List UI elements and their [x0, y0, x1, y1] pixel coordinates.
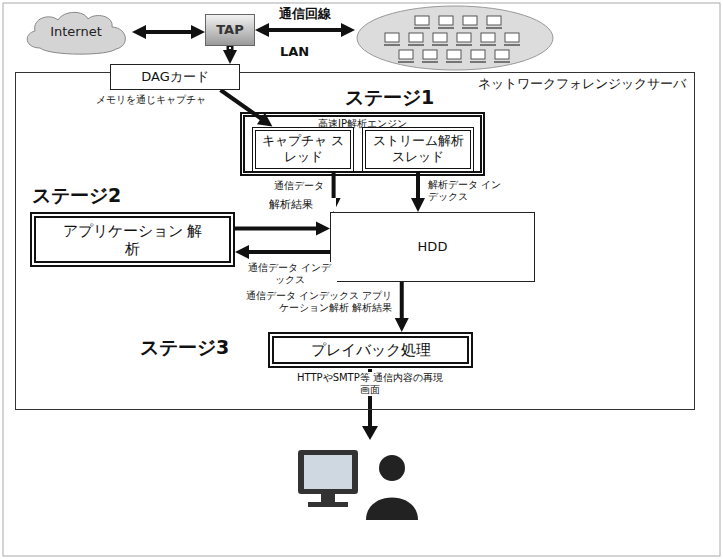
node-text: TAP: [216, 22, 243, 38]
arrow-head: [395, 318, 409, 332]
stage-label: ステージ2: [32, 184, 142, 207]
flow-arrow: [235, 222, 330, 236]
tap-device: TAP: [205, 14, 255, 46]
thread-box: ストリーム解析 スレッド: [362, 127, 474, 172]
node-text: ネットワークフォレンジックサーバ: [478, 76, 686, 92]
pc-keyboard: [504, 44, 520, 46]
cloud-outline: [27, 12, 125, 54]
user-icon: [298, 450, 418, 520]
pc-monitor: [457, 33, 471, 42]
thread-box: キャプチャ スレッド: [252, 127, 354, 172]
flow-arrow: [223, 46, 237, 64]
node-text: アプリケーション 解析: [63, 222, 203, 258]
pc-monitor: [433, 33, 447, 42]
card-box: DAGカード: [110, 64, 240, 90]
server-box: ネットワークフォレンジックサーバ DAGカード高速IP解析エンジンキャプチャ スレ…: [15, 72, 695, 410]
output-label: HTTPやSMTP等 通信内容の再現画面: [295, 372, 445, 396]
pc-monitor: [439, 16, 453, 25]
pc-keyboard: [432, 44, 448, 46]
internet-cloud: Internet: [20, 8, 132, 56]
edge-label: 解析データ インデックス: [426, 179, 510, 203]
pc-monitor: [399, 50, 413, 59]
arrow-head: [362, 426, 378, 440]
lan-shape: [355, 4, 555, 72]
stage-label: ステージ1: [345, 86, 455, 109]
pc-keyboard: [398, 61, 414, 63]
arrow-head: [316, 222, 330, 236]
node-text: HDD: [418, 239, 448, 255]
pc-keyboard: [384, 44, 400, 46]
arrow-head: [132, 25, 146, 39]
connector-line: [142, 30, 195, 34]
arrow-head: [235, 245, 249, 259]
connector-line: [245, 250, 330, 254]
stand-base: [308, 502, 348, 507]
process-box: プレイバック処理: [268, 332, 473, 368]
node-text: LAN: [280, 44, 309, 60]
pc-monitor: [505, 33, 519, 42]
connector-line-inner: [229, 47, 231, 49]
edge-label: 通信データ インデックス アプリケーション解析 解析結果: [236, 290, 394, 314]
pc-monitor: [385, 33, 399, 42]
stage-label: ステージ3: [140, 336, 260, 359]
screen: [304, 455, 352, 489]
connector-line: [416, 172, 420, 203]
flow-arrow: [255, 23, 355, 37]
pc-keyboard: [446, 61, 462, 63]
edge-label: 通信データ インデックス: [242, 262, 337, 286]
arrow-head: [411, 198, 425, 212]
edge-label: メモリを通じキャプチャ: [60, 94, 208, 106]
flow-arrow: [395, 282, 409, 332]
pc-keyboard: [414, 27, 430, 29]
pc-keyboard: [486, 27, 502, 29]
pc-monitor: [481, 33, 495, 42]
connector-line: [235, 227, 320, 231]
pc-keyboard: [470, 61, 486, 63]
pc-keyboard: [438, 27, 454, 29]
lan-outline: [357, 6, 553, 70]
node-text: プレイバック処理: [311, 341, 431, 359]
pc-monitor: [487, 16, 501, 25]
pc-monitor: [409, 33, 423, 42]
engine-group: 高速IP解析エンジンキャプチャ スレッドストリーム解析 スレッド: [240, 112, 485, 176]
flow-arrow: [132, 25, 205, 39]
edge-label: 通信回線: [258, 6, 352, 22]
lan-cloud: LAN: [355, 4, 555, 72]
pc-keyboard: [422, 61, 438, 63]
connector-line: [265, 28, 345, 32]
arrow-head: [191, 25, 205, 39]
edge-label: 解析結果: [246, 198, 336, 211]
pc-monitor: [447, 50, 461, 59]
node-text: Internet: [50, 24, 102, 40]
pc-keyboard: [456, 44, 472, 46]
pc-keyboard: [494, 61, 510, 63]
flow-arrow: [235, 245, 330, 259]
arrow-head: [223, 50, 237, 64]
process-box: アプリケーション 解析: [30, 212, 235, 267]
stand: [321, 494, 335, 502]
pc-monitor: [423, 50, 437, 59]
frame: [3, 3, 720, 556]
node-text: ストリーム解析 スレッド: [369, 133, 467, 164]
edge-label: 通信データ: [254, 180, 326, 192]
arrow-head: [341, 23, 355, 37]
arrow-head: [255, 23, 269, 37]
pc-monitor: [463, 16, 477, 25]
flow-arrow: [411, 172, 425, 213]
monitor: [298, 450, 358, 494]
node-text: DAGカード: [141, 69, 209, 85]
person-head: [379, 455, 405, 481]
connector-line: [400, 282, 404, 322]
flow-arrow: [221, 90, 273, 127]
pc-keyboard: [462, 27, 478, 29]
pc-keyboard: [408, 44, 424, 46]
storage-box: HDD: [330, 212, 535, 282]
pc-monitor: [415, 16, 429, 25]
person-body: [366, 498, 418, 521]
pc-monitor: [495, 50, 509, 59]
pc-keyboard: [480, 44, 496, 46]
node-text: キャプチャ スレッド: [259, 133, 347, 164]
pc-monitor: [471, 50, 485, 59]
